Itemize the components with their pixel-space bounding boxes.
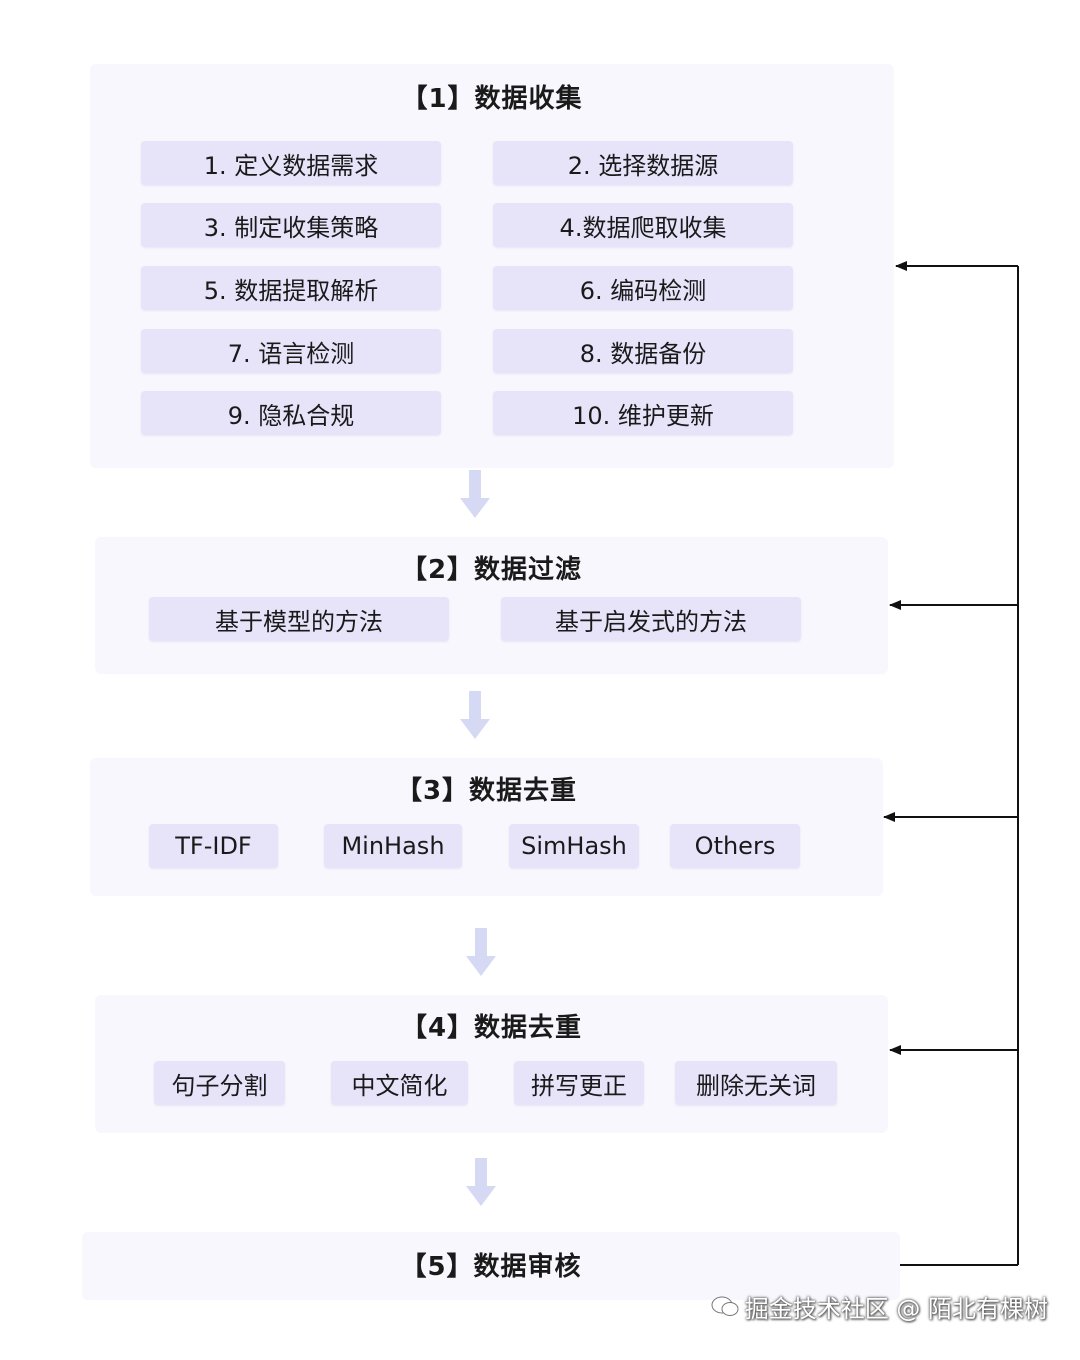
step-chip: 8. 数据备份 xyxy=(493,329,793,373)
flow-arrow-down-icon xyxy=(466,928,496,976)
algorithm-chip: MinHash xyxy=(324,824,462,868)
watermark: 掘金技术社区 @ 陌北有棵树 xyxy=(711,1289,1048,1324)
step-chip: 5. 数据提取解析 xyxy=(141,266,441,310)
stage-data-review: 【5】数据审核 xyxy=(82,1232,900,1300)
stage-title: 【2】数据过滤 xyxy=(400,555,583,585)
stage-deduplication-2: 【4】数据去重 句子分割 中文简化 拼写更正 删除无关词 xyxy=(95,995,888,1133)
step-chip: 6. 编码检测 xyxy=(493,266,793,310)
flow-arrow-down-icon xyxy=(460,691,490,739)
process-chip: 句子分割 xyxy=(154,1061,285,1105)
stage-deduplication: 【3】数据去重 TF-IDF MinHash SimHash Others xyxy=(90,758,883,896)
method-chip: 基于模型的方法 xyxy=(149,597,449,641)
process-chip: 拼写更正 xyxy=(514,1061,644,1105)
step-chip: 7. 语言检测 xyxy=(141,329,441,373)
step-chip: 2. 选择数据源 xyxy=(493,141,793,185)
step-chip: 4.数据爬取收集 xyxy=(493,203,793,247)
algorithm-chip: TF-IDF xyxy=(149,824,278,868)
stage-data-collection: 【1】数据收集 1. 定义数据需求 2. 选择数据源 3. 制定收集策略 4.数… xyxy=(90,64,894,468)
stage-title: 【3】数据去重 xyxy=(395,776,578,806)
algorithm-chip: SimHash xyxy=(509,824,639,868)
stage-title: 【5】数据审核 xyxy=(400,1252,582,1282)
wechat-icon xyxy=(711,1296,739,1316)
stage-title: 【4】数据去重 xyxy=(400,1013,583,1043)
flow-arrow-down-icon xyxy=(466,1158,496,1206)
step-chip: 3. 制定收集策略 xyxy=(141,203,441,247)
flow-arrow-down-icon xyxy=(460,470,490,518)
step-chip: 9. 隐私合规 xyxy=(141,391,441,435)
process-chip: 中文简化 xyxy=(331,1061,468,1105)
process-chip: 删除无关词 xyxy=(675,1061,837,1105)
algorithm-chip: Others xyxy=(670,824,800,868)
stage-data-filtering: 【2】数据过滤 基于模型的方法 基于启发式的方法 xyxy=(95,537,888,674)
step-chip: 1. 定义数据需求 xyxy=(141,141,441,185)
watermark-text: 掘金技术社区 @ 陌北有棵树 xyxy=(744,1295,1048,1323)
step-chip: 10. 维护更新 xyxy=(493,391,793,435)
stage-title: 【1】数据收集 xyxy=(401,84,583,114)
method-chip: 基于启发式的方法 xyxy=(501,597,801,641)
